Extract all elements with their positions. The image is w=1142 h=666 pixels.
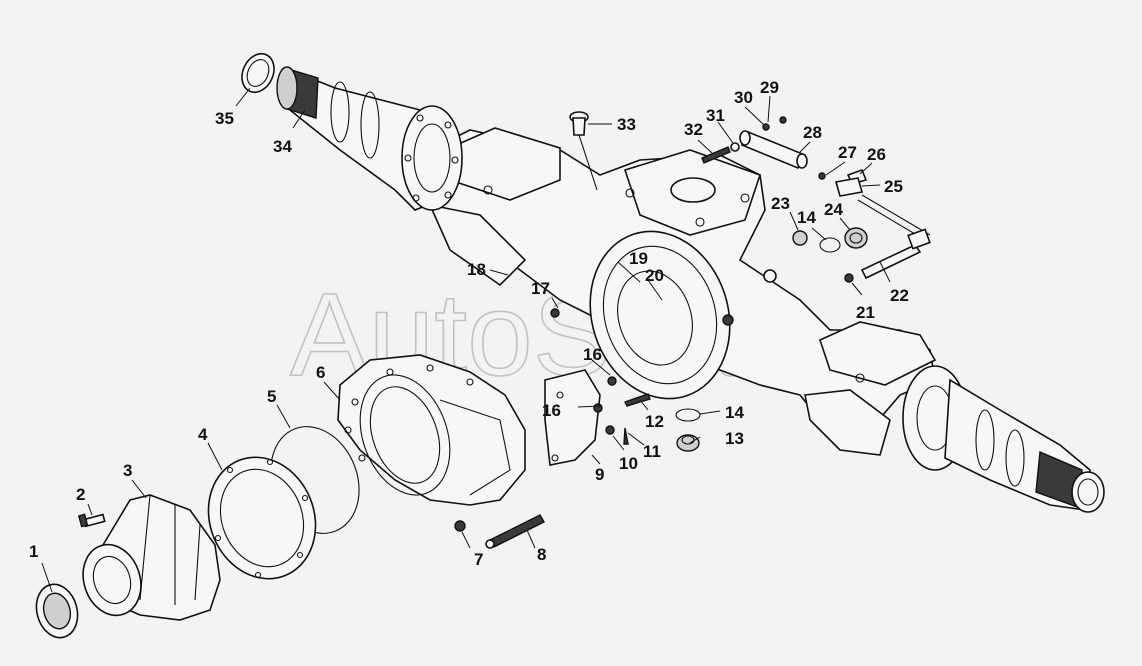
plug-24 — [844, 227, 868, 249]
callout-3: 3 — [123, 461, 132, 480]
o-ring-14 — [675, 408, 701, 422]
o-ring-14-upper — [819, 237, 841, 253]
callout-35: 35 — [215, 109, 234, 128]
screw-10 — [623, 427, 629, 445]
washer-near-23 — [763, 269, 777, 283]
callout-34: 34 — [273, 137, 292, 156]
callout-31: 31 — [706, 106, 725, 125]
callout-20: 20 — [645, 266, 664, 285]
callout-12: 12 — [645, 412, 664, 431]
axle-housing — [419, 127, 937, 456]
callout-19: 19 — [629, 249, 648, 268]
callout-14-lower: 14 — [725, 403, 744, 422]
callout-2: 2 — [76, 485, 85, 504]
callout-33: 33 — [617, 115, 636, 134]
callout-14-upper: 14 — [797, 208, 816, 227]
bracket-9 — [544, 369, 601, 466]
callout-28: 28 — [803, 123, 822, 142]
callout-18: 18 — [467, 260, 486, 279]
callout-1: 1 — [29, 542, 38, 561]
callout-32: 32 — [684, 120, 703, 139]
callout-8: 8 — [537, 545, 546, 564]
nut-29 — [779, 116, 787, 124]
callout-11: 11 — [643, 442, 661, 461]
seal-ring-35 — [241, 52, 275, 94]
nut-16b — [593, 403, 603, 413]
callout-16-upper: 16 — [583, 345, 602, 364]
nut-7 — [454, 520, 466, 532]
vent-33 — [569, 111, 598, 191]
callout-7: 7 — [474, 550, 483, 569]
callout-17: 17 — [531, 279, 550, 298]
callout-26: 26 — [867, 145, 886, 164]
nut-27 — [818, 172, 826, 180]
axle-cover-3 — [82, 494, 221, 621]
seal-1 — [35, 583, 79, 639]
callout-30: 30 — [734, 88, 753, 107]
washer-11 — [605, 425, 615, 435]
callout-21: 21 — [856, 303, 875, 322]
left-spindle — [276, 66, 463, 211]
callout-10: 10 — [619, 454, 638, 473]
callout-23: 23 — [771, 194, 790, 213]
nut-16a — [607, 376, 617, 386]
leader-lines — [41, 87, 891, 593]
callout-24: 24 — [824, 200, 843, 219]
flat-gasket-4 — [207, 456, 317, 580]
callout-5: 5 — [267, 387, 276, 406]
callout-25: 25 — [884, 177, 903, 196]
callout-4: 4 — [198, 425, 208, 444]
callout-9: 9 — [595, 465, 604, 484]
callout-29: 29 — [760, 78, 779, 97]
bolt-2 — [77, 513, 106, 528]
differential-carrier-6 — [337, 354, 526, 506]
washer-30 — [762, 123, 770, 131]
tube-28 — [739, 130, 808, 170]
callout-22: 22 — [890, 286, 909, 305]
drain-plug-13 — [676, 434, 700, 452]
pin-32 — [701, 146, 731, 164]
right-spindle — [902, 365, 1105, 513]
nut-21 — [844, 273, 854, 283]
callout-16-lower: 16 — [542, 401, 561, 420]
pin-12 — [624, 393, 651, 407]
stud-8 — [485, 514, 545, 549]
callouts: 1 2 3 4 5 6 7 8 9 10 11 12 13 14 14 16 1… — [29, 78, 909, 569]
nut-31 — [730, 142, 740, 152]
bolt-17 — [550, 308, 560, 318]
plug-23 — [792, 230, 808, 246]
callout-6: 6 — [316, 363, 325, 382]
callout-13: 13 — [725, 429, 744, 448]
callout-27: 27 — [838, 143, 857, 162]
nut-19 — [722, 314, 734, 326]
rod-22 — [857, 194, 931, 280]
bracket-25 — [834, 177, 864, 197]
